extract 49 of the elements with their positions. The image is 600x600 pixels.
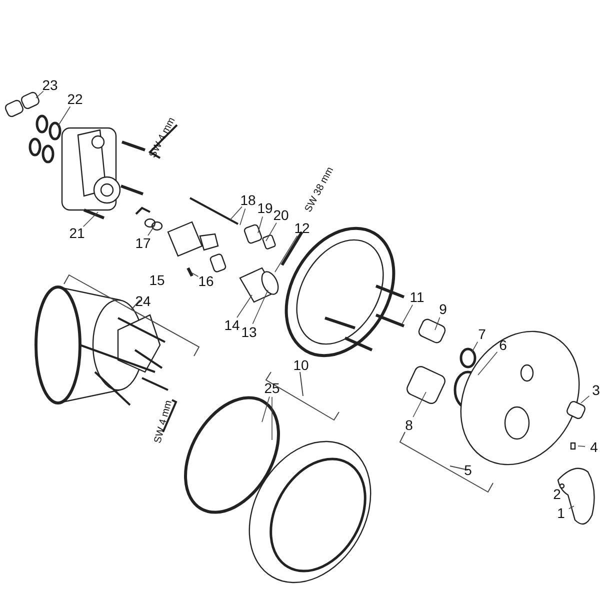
callout-number: 5 [464,463,472,477]
wrench-size-label: SW 4 mm [148,116,178,160]
callout-number: 25 [264,381,280,395]
callout-number: 22 [67,92,83,106]
callout-number: 23 [42,78,58,92]
callout-number: 3 [592,383,600,397]
leader-line [258,216,263,234]
callout-number: 16 [198,274,214,288]
callout-number: 2 [553,487,561,501]
callout-number: 1 [557,506,565,520]
callout-number: 7 [478,327,486,341]
callout-number: 18 [240,193,256,207]
leader-line [252,290,268,324]
callout-number: 13 [241,325,257,339]
leader-line [82,212,98,228]
callout-number: 8 [405,418,413,432]
leader-line [58,106,71,126]
callout-number: 20 [273,208,289,222]
leader-line [578,446,586,447]
callout-number: 11 [410,290,424,304]
callout-number: 12 [294,221,310,235]
leader-line [472,341,478,352]
leader-line [412,392,426,418]
callout-number: 19 [257,201,273,215]
leader-line [36,90,44,98]
leader-line [568,506,574,510]
leader-line [192,272,199,277]
leader-line [266,222,277,242]
callout-number: 14 [224,318,240,332]
callout-number: 24 [135,294,151,308]
leader-line [230,206,242,220]
leader-line [240,208,246,226]
leader-line [236,294,252,318]
leader-line [434,317,440,330]
leader-line [274,235,298,272]
callout-number: 17 [135,236,151,250]
leader-line [402,304,414,324]
wrench-size-label: SW 4 mm [154,400,174,444]
leader-line [262,396,270,422]
leader-line [478,352,498,376]
wrench-size-label: SW 38 mm [304,166,336,214]
callout-number: 15 [149,273,165,287]
callout-number: 21 [69,226,85,240]
callout-number: 4 [590,440,598,454]
leader-line [148,224,156,236]
leader-line [580,396,590,404]
callout-number: 9 [439,302,447,316]
callout-number: 10 [293,358,309,372]
callout-number: 6 [499,338,507,352]
